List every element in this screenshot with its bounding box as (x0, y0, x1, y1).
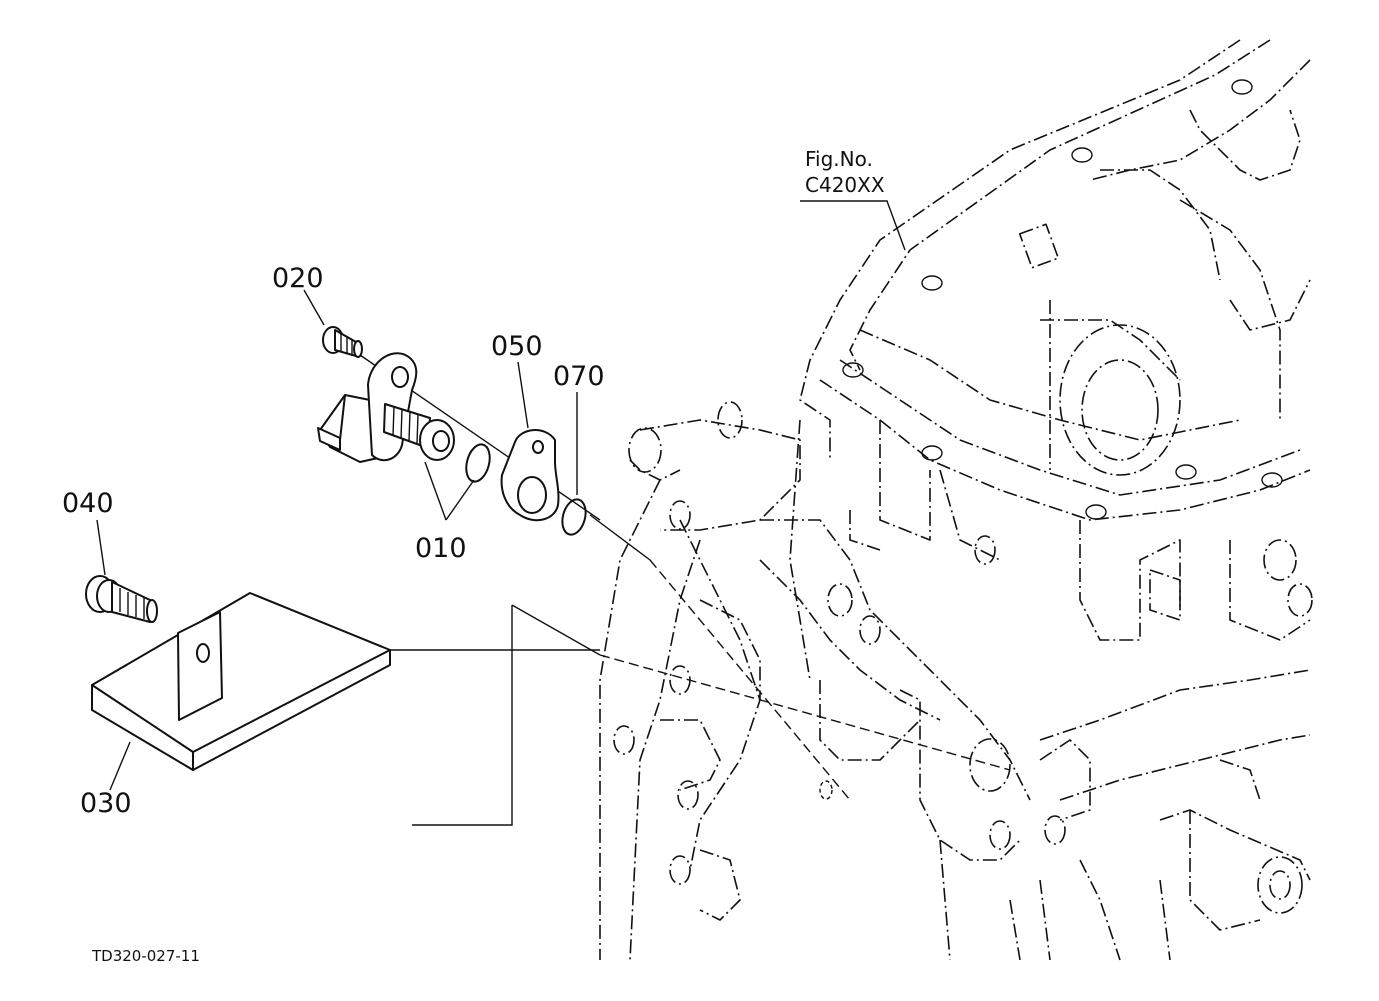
bracket-plate (91, 592, 391, 771)
gasket-plate (500, 429, 560, 522)
figure-ref-line2: C420XX (805, 173, 885, 197)
figure-ref-line1: Fig.No. (805, 147, 873, 171)
flange-bolt-small (322, 326, 363, 358)
callout-050: 050 (491, 331, 543, 362)
engine-housing-outline (599, 39, 1313, 961)
housing-bolt-holes (842, 79, 1283, 520)
callout-010: 010 (415, 533, 467, 564)
alignment-lines (205, 354, 1011, 826)
drawing-id: TD320-027-11 (91, 947, 200, 965)
o-ring-sensor (465, 443, 491, 483)
flange-bolt-large (85, 575, 158, 623)
o-ring-070 (561, 498, 587, 536)
callout-040: 040 (62, 488, 114, 519)
callout-030: 030 (80, 788, 132, 819)
callout-070: 070 (553, 361, 605, 392)
leader-lines (96, 200, 906, 791)
sensor-assembly (317, 352, 455, 463)
callout-020: 020 (272, 263, 324, 294)
